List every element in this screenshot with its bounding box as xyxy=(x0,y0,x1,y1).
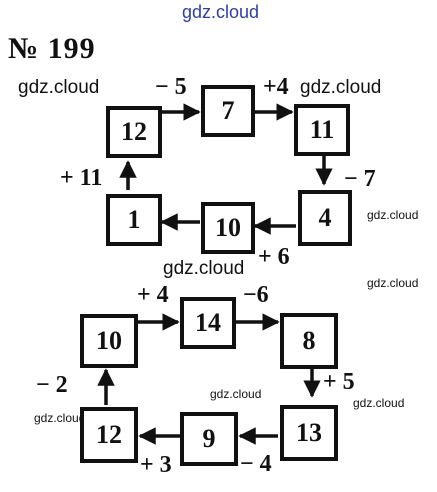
p2-op-plus4: + 4 xyxy=(137,282,169,308)
p2-box-8: 8 xyxy=(280,313,338,369)
p1-op-minus5: − 5 xyxy=(155,74,187,100)
p1-box-11: 11 xyxy=(294,104,350,156)
watermark: gdz.cloud xyxy=(367,208,419,222)
p2-box-12: 12 xyxy=(80,407,138,463)
watermark: gdz.cloud xyxy=(353,396,405,410)
p1-op-minus7: − 7 xyxy=(344,166,376,192)
p2-op-minus6: −6 xyxy=(243,282,269,308)
watermark: gdz.cloud xyxy=(18,77,100,98)
exercise-title: № 199 xyxy=(8,32,96,65)
p1-op-plus11: + 11 xyxy=(60,165,103,191)
p2-op-minus2: − 2 xyxy=(36,372,68,398)
watermark: gdz.cloud xyxy=(163,258,245,279)
p1-op-plus6: + 6 xyxy=(258,244,290,270)
watermark: gdz.cloud xyxy=(210,387,262,401)
watermark: gdz.cloud xyxy=(34,411,86,425)
p2-box-14: 14 xyxy=(180,297,236,349)
p1-box-7: 7 xyxy=(201,85,255,137)
p1-box-1: 1 xyxy=(106,194,162,246)
p2-op-plus5: + 5 xyxy=(323,369,355,395)
p1-box-10: 10 xyxy=(201,202,255,254)
p1-box-4: 4 xyxy=(298,190,352,246)
watermark-top: gdz.cloud xyxy=(182,2,260,22)
p2-op-minus4: − 4 xyxy=(240,451,272,477)
p2-op-plus3: + 3 xyxy=(140,452,172,478)
p1-box-12: 12 xyxy=(106,106,162,158)
p1-op-plus4: +4 xyxy=(263,74,289,100)
watermark: gdz.cloud xyxy=(367,276,419,290)
p2-box-9: 9 xyxy=(180,412,238,466)
p2-box-13: 13 xyxy=(280,405,338,461)
watermark: gdz.cloud xyxy=(300,77,382,98)
p2-box-10: 10 xyxy=(80,314,138,368)
